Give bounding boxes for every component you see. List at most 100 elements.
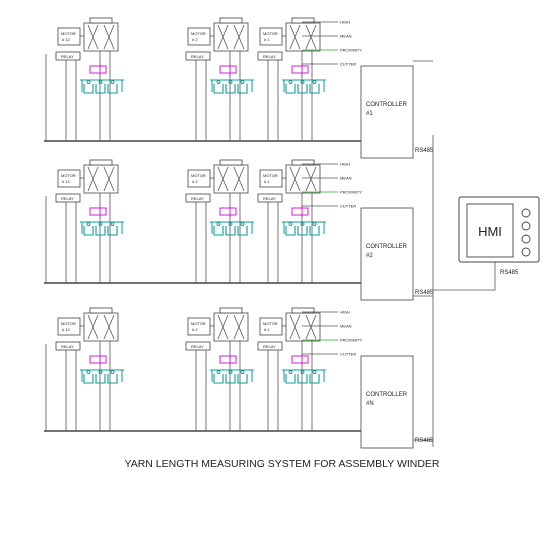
measuring-head-frame <box>80 221 124 234</box>
measuring-head-tip <box>240 370 245 374</box>
hmi-screen <box>466 203 514 258</box>
winding-drum <box>285 312 321 342</box>
drum-cross-b <box>217 166 229 192</box>
controller-box[interactable] <box>360 65 414 159</box>
measuring-head <box>107 84 118 94</box>
signal-label: PROXIMITY <box>340 338 362 343</box>
signal-label: PROXIMITY <box>340 190 362 195</box>
signal-label: MEAN <box>340 176 352 181</box>
measuring-head-tip <box>312 222 317 226</box>
signal-label: CUTTER <box>340 204 356 209</box>
motor-box[interactable] <box>187 169 211 188</box>
diagram-title: YARN LENGTH MEASURING SYSTEM FOR ASSEMBL… <box>124 458 439 470</box>
drum-cap <box>89 307 113 314</box>
controller-box[interactable] <box>360 355 414 449</box>
relay-box[interactable] <box>55 341 81 351</box>
motor-label: MOTOR <box>263 31 278 36</box>
hmi-button-4[interactable] <box>521 247 531 257</box>
relay-box[interactable] <box>257 341 283 351</box>
motor-box[interactable] <box>57 169 81 188</box>
motor-box[interactable] <box>259 317 283 336</box>
measuring-head-tip <box>288 80 293 84</box>
drum-cross-b <box>289 24 301 50</box>
measuring-head <box>107 226 118 236</box>
motor-box[interactable] <box>259 27 283 46</box>
signal-label: PROXIMITY <box>340 48 362 53</box>
relay-label: RELAY <box>191 344 204 349</box>
hmi-link-label: RS485 <box>500 270 519 276</box>
controller-label: CONTROLLER <box>366 392 408 398</box>
measuring-head-tip <box>300 222 305 226</box>
drum-cross-d <box>305 166 317 192</box>
measuring-head <box>83 84 94 94</box>
motor-label: MOTOR <box>61 173 76 178</box>
yarn-sensor <box>89 207 107 216</box>
drum-cap <box>291 17 315 24</box>
drum-cross-d <box>103 24 115 50</box>
hmi-button-2[interactable] <box>521 221 531 231</box>
hmi-button-3[interactable] <box>521 234 531 244</box>
drum-cross-b <box>289 166 301 192</box>
motor-box[interactable] <box>187 27 211 46</box>
drum-cross-d <box>305 24 317 50</box>
measuring-head-group <box>80 369 124 384</box>
measuring-head-frame <box>80 79 124 92</box>
measuring-head-tip <box>312 370 317 374</box>
measuring-head-group <box>282 221 326 236</box>
hmi-button-1[interactable] <box>521 208 531 218</box>
measuring-head <box>285 84 296 94</box>
drum-cross-b <box>289 314 301 340</box>
measuring-head <box>285 226 296 236</box>
measuring-head <box>95 226 106 236</box>
motor-box[interactable] <box>57 317 81 336</box>
signal-label: HIGH <box>340 310 350 315</box>
drum-cross-b <box>87 24 99 50</box>
relay-box[interactable] <box>185 341 211 351</box>
measuring-head-group <box>210 221 254 236</box>
controller-label: CONTROLLER <box>366 102 408 108</box>
signal-label: CUTTER <box>340 62 356 67</box>
relay-box[interactable] <box>55 193 81 203</box>
drum-cross-d <box>233 24 245 50</box>
yarn-sensor <box>219 355 237 364</box>
measuring-head <box>225 374 236 384</box>
measuring-head-tip <box>110 222 115 226</box>
motor-box[interactable] <box>57 27 81 46</box>
measuring-head <box>309 226 320 236</box>
measuring-head <box>309 374 320 384</box>
measuring-head-tip <box>300 80 305 84</box>
relay-box[interactable] <box>185 51 211 61</box>
relay-box[interactable] <box>55 51 81 61</box>
measuring-head <box>237 374 248 384</box>
motor-box[interactable] <box>187 317 211 336</box>
drum-cross-d <box>233 166 245 192</box>
motor-label: MOTOR <box>191 321 206 326</box>
hmi-panel[interactable]: HMI <box>458 196 540 263</box>
measuring-head <box>297 226 308 236</box>
drum-cross-b <box>87 314 99 340</box>
drum-cross-b <box>217 24 229 50</box>
relay-box[interactable] <box>257 51 283 61</box>
drum-cap <box>89 17 113 24</box>
measuring-head <box>297 374 308 384</box>
measuring-head-tip <box>98 370 103 374</box>
measuring-head-tip <box>110 80 115 84</box>
controller-box[interactable] <box>360 207 414 301</box>
motor-label: MOTOR <box>191 173 206 178</box>
relay-label: RELAY <box>61 54 74 59</box>
motor-number: # 1 <box>264 37 270 42</box>
motor-box[interactable] <box>259 169 283 188</box>
drum-cross-d <box>103 314 115 340</box>
relay-box[interactable] <box>185 193 211 203</box>
measuring-head <box>213 374 224 384</box>
relay-box[interactable] <box>257 193 283 203</box>
motor-number: # 2 <box>192 179 198 184</box>
